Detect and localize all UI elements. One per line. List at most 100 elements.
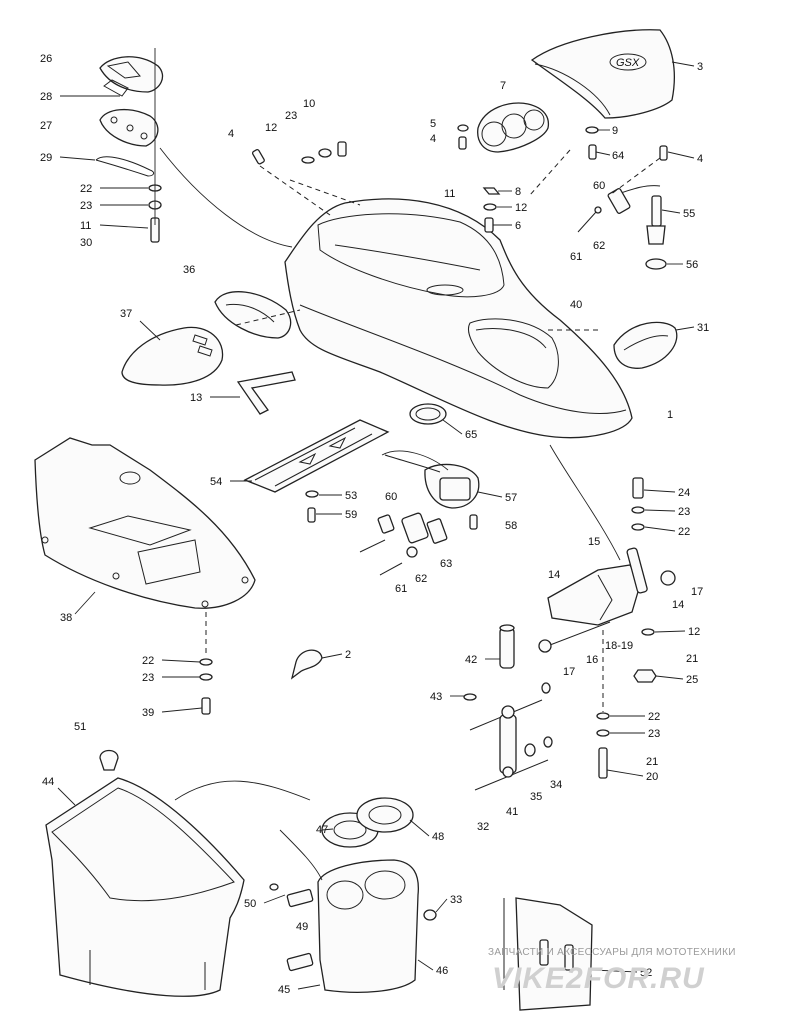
callout-c16: 16 [586,654,598,666]
callout-c31: 31 [697,322,709,334]
callout-c32: 32 [477,821,489,833]
callout-c53: 53 [345,490,357,502]
callout-c24: 24 [678,487,690,499]
callout-c8: 8 [515,186,521,198]
leader-c48 [409,819,430,837]
leader-c44 [57,787,76,806]
callout-c45: 45 [278,984,290,996]
callout-c57: 57 [505,492,517,504]
clamp [290,649,323,680]
callout-c17a: 17 [691,586,703,598]
callout-c22d: 22 [648,711,660,723]
callout-c6: 6 [515,220,521,232]
callout-c22c: 22 [142,655,154,667]
callout-c23b: 23 [285,110,297,122]
callout-c54: 54 [210,476,222,488]
leader-c4c [667,151,695,159]
leader-c55 [661,209,681,214]
leader-c33 [435,898,448,913]
callout-c4c: 4 [697,153,703,165]
callout-c12a: 12 [265,122,277,134]
leader-c52 [591,969,638,973]
callout-c43: 43 [430,691,442,703]
callout-c44: 44 [42,776,54,788]
callout-c13: 13 [190,392,202,404]
watermark-logo: VIKE2FOR.RU [492,962,705,995]
callout-c60b: 60 [385,491,397,503]
front-cover-37 [121,326,224,386]
leader-c24 [643,489,676,493]
leader-c20 [606,769,644,777]
leader-c50 [263,894,286,904]
callout-c1819: 18-19 [605,640,633,652]
callout-c4b: 4 [430,133,436,145]
gauge-cluster [477,102,550,153]
callout-c29: 29 [40,152,52,164]
leader-c38 [74,591,96,615]
callout-c11b: 11 [444,188,455,200]
callout-c49: 49 [296,921,308,933]
callout-c36: 36 [183,264,195,276]
leader-c3 [671,61,695,67]
callout-c28: 28 [40,91,52,103]
leader-c25 [655,675,684,680]
callout-c37: 37 [120,308,132,320]
callout-c22a: 22 [80,183,92,195]
mount-bracket [547,564,641,626]
leader-c47 [321,828,334,831]
callout-c1: 1 [667,409,673,421]
callout-c23d: 23 [142,672,154,684]
leader-c45 [297,984,321,990]
callout-c3: 3 [697,61,703,73]
watermark: ЗАПЧАСТИ И АКСЕССУАРЫ ДЛЯ МОТОТЕХНИКИ VI… [488,947,736,995]
callout-c35: 35 [530,791,542,803]
hinge-block [99,109,159,147]
callout-c58: 58 [505,520,517,532]
callout-c50: 50 [244,898,256,910]
callout-c42: 42 [465,654,477,666]
callout-c12c: 12 [688,626,700,638]
gasket-48 [356,797,414,833]
callout-c62b: 62 [415,573,427,585]
callout-c7: 7 [500,80,506,92]
callout-c14b: 14 [672,599,684,611]
callout-c21b: 21 [646,756,658,768]
leader-c12c [654,630,686,633]
callout-c33: 33 [450,894,462,906]
callout-c34: 34 [550,779,562,791]
callout-c23a: 23 [80,200,92,212]
panel-52 [515,897,593,1011]
support-plate [243,419,390,493]
callout-c55: 55 [683,208,695,220]
leader-c39 [161,707,203,713]
callout-c61b: 61 [395,583,407,595]
leader-c65 [442,419,463,435]
callout-c41: 41 [506,806,518,818]
deck-body [284,198,633,439]
bracket-13 [236,371,296,415]
callout-c62a: 62 [593,240,605,252]
leader-c23c [644,509,676,512]
callout-c22b: 22 [678,526,690,538]
callout-c11a: 11 [80,220,91,232]
callout-c48: 48 [432,831,444,843]
callout-c65: 65 [465,429,477,441]
callout-c21a: 21 [686,653,698,665]
lower-panel [34,437,256,609]
callout-c59: 59 [345,509,357,521]
dual-tube-housing [317,859,420,993]
callout-c61a: 61 [570,251,582,263]
callout-c12b: 12 [515,202,527,214]
callout-c27: 27 [40,120,52,132]
callout-c15: 15 [588,536,600,548]
storage-bin [45,777,245,997]
leader-c11a [99,224,149,229]
watermark-caption: ЗАПЧАСТИ И АКСЕССУАРЫ ДЛЯ МОТОТЕХНИКИ [488,947,736,958]
callout-c46: 46 [436,965,448,977]
drawing: GSX [34,29,678,1011]
callout-c64: 64 [612,150,624,162]
seal-ring [409,403,447,425]
leader-c29 [59,156,96,161]
